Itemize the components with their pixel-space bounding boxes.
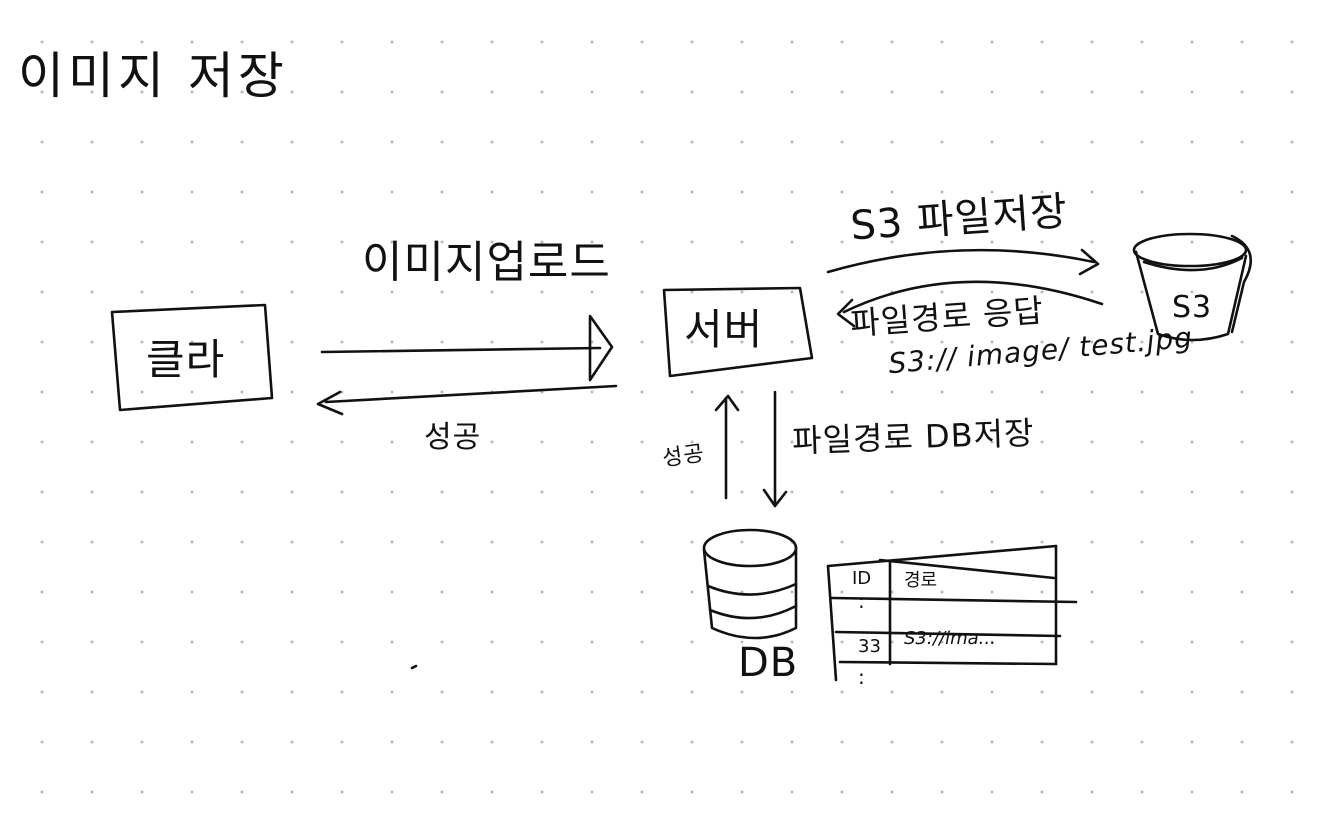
- db-save-arrow-head: [762, 488, 788, 508]
- success-arrow-db-head: [714, 394, 740, 412]
- upload-arrow: [320, 346, 602, 354]
- success-arrow-client: [324, 384, 618, 404]
- table-row-ellipsis: :: [858, 589, 865, 613]
- table-row-id: 33: [858, 636, 881, 657]
- success-arrow-client-head: [316, 390, 344, 416]
- s3-save-arrow-head: [1078, 248, 1100, 276]
- path-response-arrow-head: [836, 298, 856, 328]
- stray-mark: [410, 664, 418, 670]
- db-table-grid: [826, 544, 1078, 682]
- table-tail-ellipsis: :: [858, 665, 865, 689]
- db-save-edge-label: 파일경로 DB저장: [791, 413, 1036, 461]
- page-title: 이미지 저장: [18, 47, 288, 105]
- s3-node-label: S3: [1172, 290, 1213, 325]
- upload-arrow-head: [588, 314, 614, 382]
- path-response-arrow: [842, 280, 1104, 314]
- s3-save-arrow: [826, 248, 1096, 274]
- db-node-label: DB: [738, 640, 799, 686]
- success-client-edge-label: 성공: [424, 420, 482, 455]
- db-cylinder-icon: [702, 528, 798, 640]
- server-node-label: 서버: [684, 305, 764, 354]
- table-header-path: 경로: [904, 570, 938, 591]
- client-box: [110, 303, 274, 412]
- client-node-label: 클라: [146, 335, 226, 384]
- table-row-path: S3://ima...: [904, 628, 996, 649]
- s3-bucket-icon: [1132, 232, 1253, 342]
- upload-edge-label: 이미지업로드: [362, 237, 611, 288]
- server-box: [662, 286, 814, 378]
- success-db-edge-label: 성공: [660, 441, 707, 472]
- table-header-id: ID: [852, 568, 872, 589]
